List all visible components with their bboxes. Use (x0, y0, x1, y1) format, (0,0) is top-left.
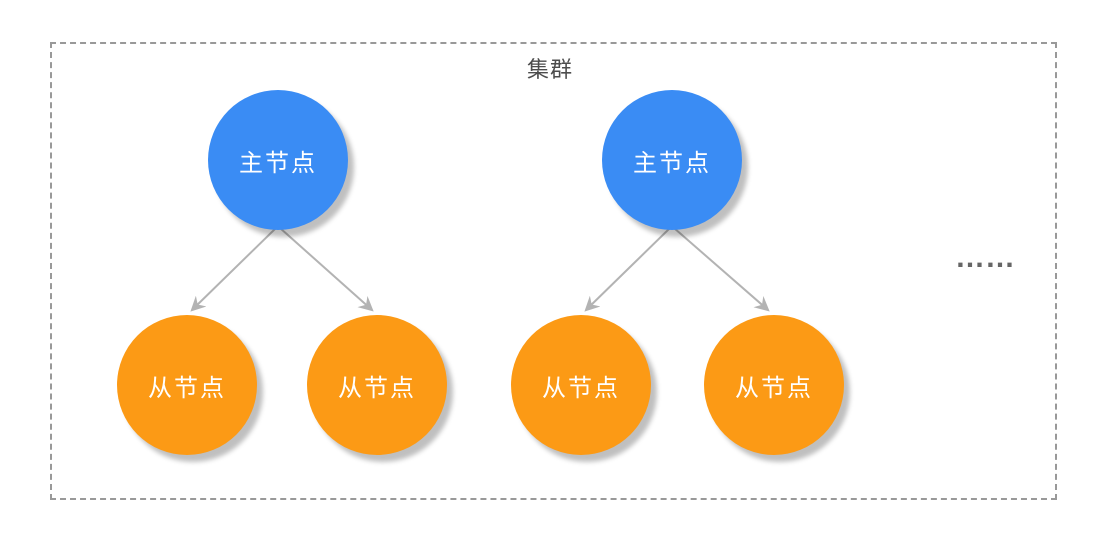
master-node-1: 主节点 (208, 90, 348, 230)
slave-node-4: 从节点 (704, 315, 844, 455)
master-node-2-label: 主节点 (633, 149, 711, 177)
master-node-2: 主节点 (602, 90, 742, 230)
more-clusters-ellipsis: …… (955, 241, 1015, 274)
slave-node-4-label: 从节点 (735, 374, 813, 402)
slave-node-1: 从节点 (117, 315, 257, 455)
cluster-title: 集群 (526, 57, 573, 82)
cluster-boundary (50, 42, 1057, 500)
slave-node-1-label: 从节点 (148, 374, 226, 402)
slave-node-3-label: 从节点 (542, 374, 620, 402)
master-node-1-label: 主节点 (239, 149, 317, 177)
slave-node-2-label: 从节点 (338, 374, 416, 402)
slave-node-2: 从节点 (307, 315, 447, 455)
slave-node-3: 从节点 (511, 315, 651, 455)
